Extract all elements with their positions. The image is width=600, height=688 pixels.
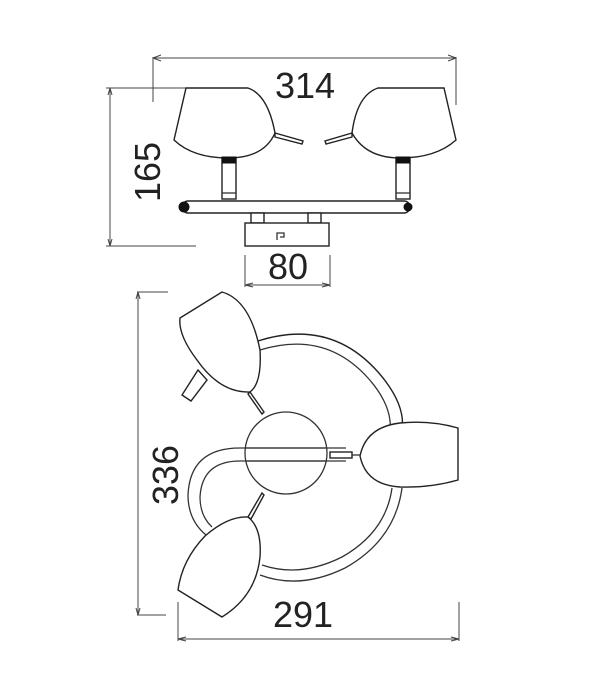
base-width-dimension-80: 80 <box>244 246 331 288</box>
right-spot-shade <box>324 87 457 200</box>
top-left-spot-shade <box>179 291 265 416</box>
mounting-bar <box>178 200 413 214</box>
left-spot-shade <box>173 87 304 200</box>
width-dimension-291: 291 <box>177 594 460 642</box>
right-spot-shade <box>352 421 459 488</box>
height-label: 336 <box>145 445 186 505</box>
width-label: 314 <box>275 65 335 106</box>
side-view: 314 165 <box>106 54 457 288</box>
bottom-left-spot-shade <box>177 491 265 618</box>
ring-frame <box>187 333 404 582</box>
top-view: 336 <box>135 291 460 642</box>
height-dimension-165: 165 <box>106 87 196 247</box>
ceiling-base <box>244 212 330 247</box>
base-width-label: 80 <box>268 246 308 287</box>
center-canopy <box>244 411 328 495</box>
height-dimension-336: 336 <box>135 291 186 616</box>
width-dimension-314: 314 <box>152 54 457 106</box>
height-label: 165 <box>127 142 168 202</box>
width-label: 291 <box>273 594 333 635</box>
